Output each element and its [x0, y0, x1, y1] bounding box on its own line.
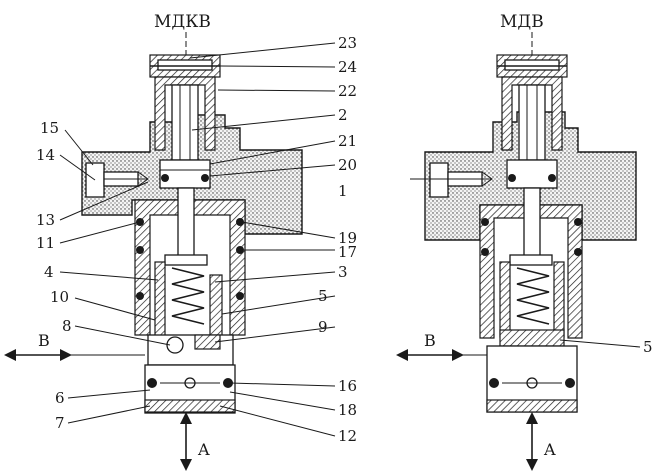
port-b-label: B — [38, 331, 50, 350]
label-9: 9 — [318, 318, 328, 336]
sleeve-bottom-right — [499, 329, 565, 347]
piston — [159, 159, 211, 189]
label-5-right: 5 — [643, 338, 653, 356]
drawing-mdv — [396, 32, 641, 471]
spring — [171, 267, 205, 325]
valve-ball — [166, 336, 184, 354]
label-1: 1 — [338, 182, 348, 200]
label-16: 16 — [338, 377, 357, 395]
valve-stem — [177, 187, 195, 259]
label-22: 22 — [338, 82, 357, 100]
label-15: 15 — [40, 119, 59, 137]
title-mdv: МДВ — [500, 12, 544, 32]
label-19: 19 — [338, 229, 357, 247]
top-cap-inner — [157, 59, 213, 71]
upper-sleeve — [154, 76, 216, 151]
drawing-mdkv — [4, 32, 336, 471]
label-20: 20 — [338, 156, 357, 174]
label-6: 6 — [55, 389, 65, 407]
bottom-cap — [144, 399, 236, 413]
label-23: 23 — [338, 34, 357, 52]
label-10: 10 — [50, 288, 69, 306]
piston-rod — [171, 84, 199, 161]
label-21: 21 — [338, 132, 357, 150]
lower-cylinder — [134, 199, 246, 336]
label-13: 13 — [36, 211, 55, 229]
lower-cylinder-right — [479, 204, 583, 339]
label-5: 5 — [318, 287, 328, 305]
label-14: 14 — [36, 146, 55, 164]
piston-right — [506, 159, 558, 189]
label-3: 3 — [338, 263, 348, 281]
label-18: 18 — [338, 401, 357, 419]
inner-sleeve-left — [154, 261, 166, 338]
port-b-label-right: B — [424, 331, 436, 350]
piston-rod-right — [518, 84, 546, 161]
label-2: 2 — [338, 106, 348, 124]
label-8: 8 — [62, 317, 72, 335]
label-4: 4 — [44, 263, 54, 281]
label-7: 7 — [55, 414, 65, 432]
spring-seat — [164, 254, 208, 266]
label-11: 11 — [36, 234, 55, 252]
inner-sleeve-right — [209, 274, 223, 338]
label-12: 12 — [338, 427, 357, 445]
port-a-label-right: A — [543, 440, 556, 459]
spring-right — [516, 267, 550, 325]
valve-seat — [194, 334, 221, 350]
upper-sleeve-right — [501, 76, 563, 151]
title-mdkv: МДКВ — [154, 12, 211, 32]
adjust-screw-head-right — [429, 162, 449, 198]
port-a-label: A — [197, 440, 210, 459]
label-17: 17 — [338, 243, 357, 261]
label-24: 24 — [338, 58, 357, 76]
